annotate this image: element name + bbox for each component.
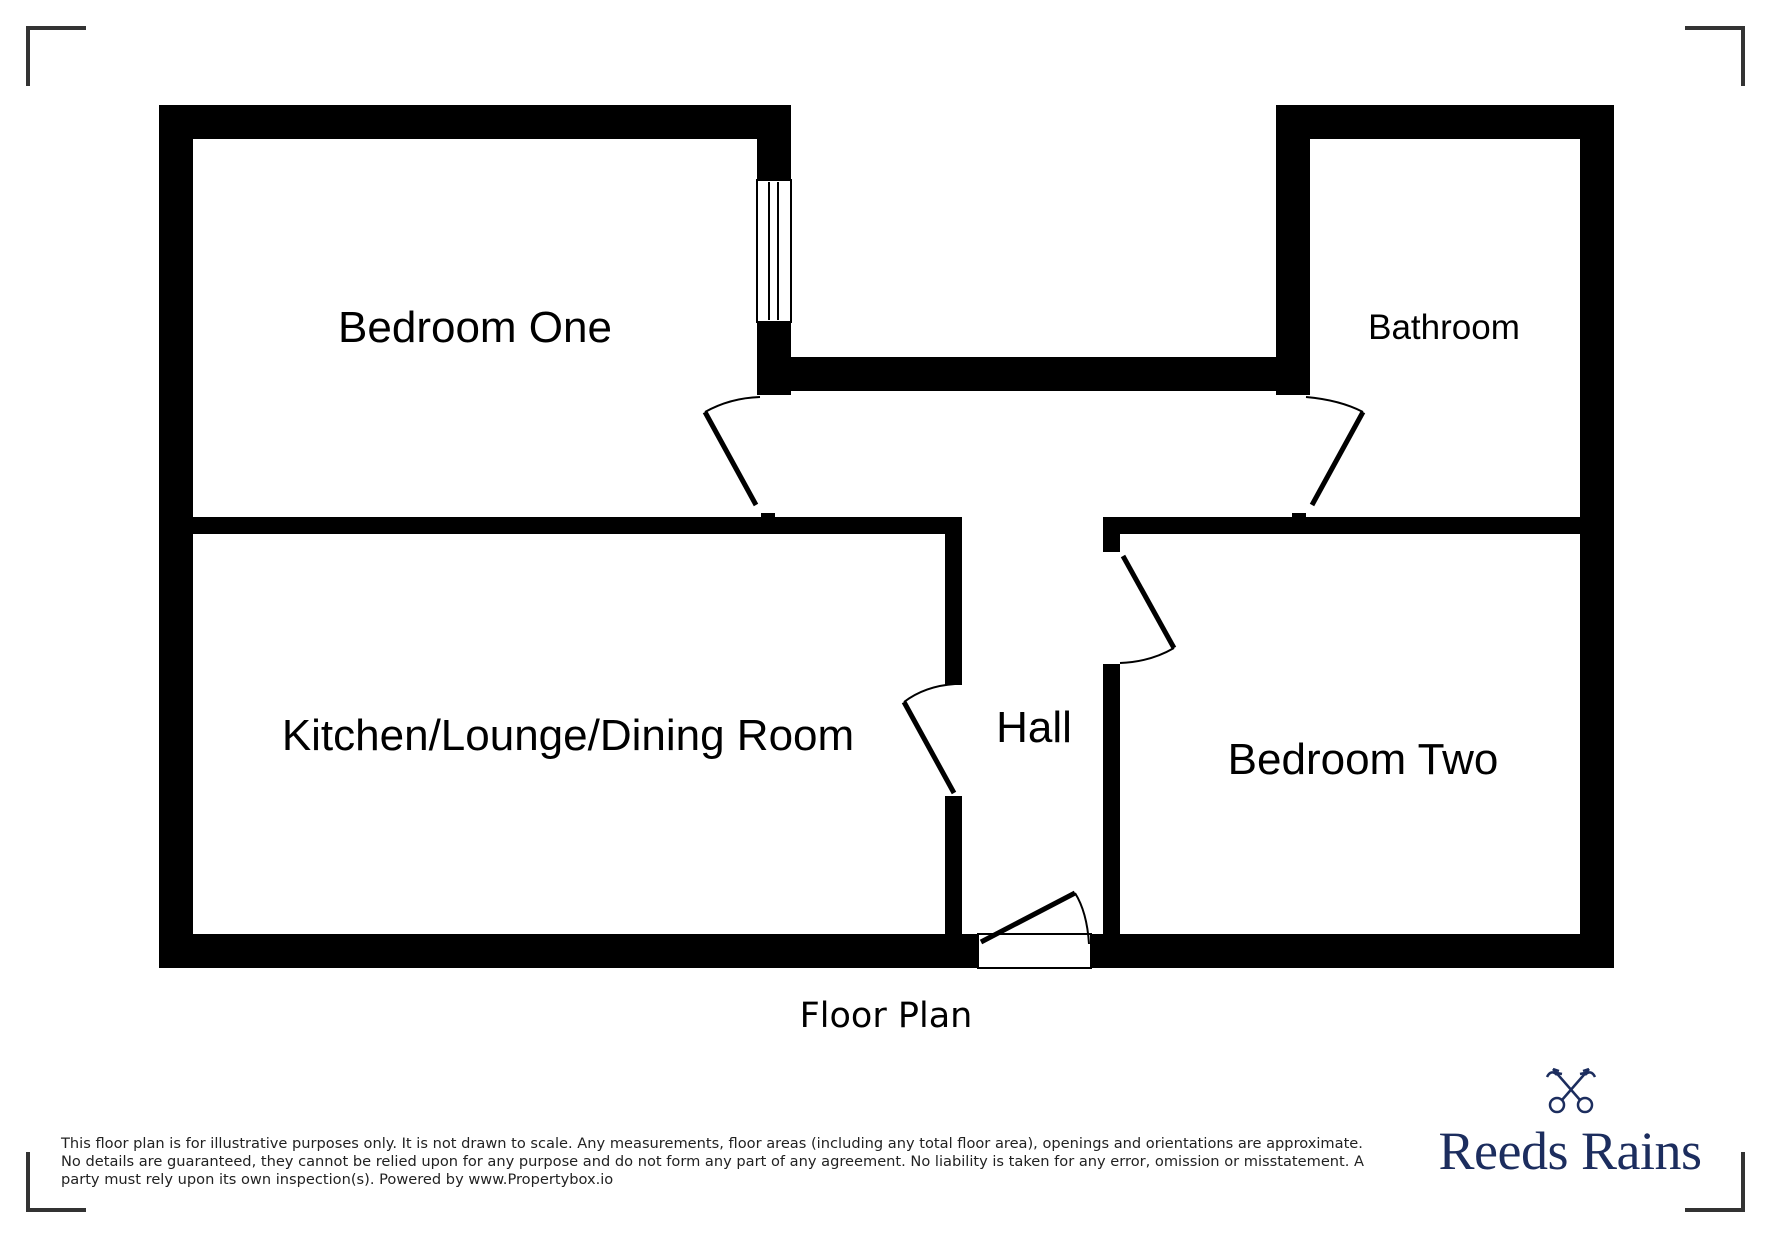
crossed-keys-icon [1545, 1067, 1597, 1114]
window [756, 179, 792, 323]
floor-plan-drawing [159, 105, 1614, 969]
brand-logo: Reeds Rains [1435, 1065, 1705, 1181]
corner-mark-bottom-right [1685, 1152, 1745, 1212]
room-label-bedroom-one: Bedroom One [338, 303, 612, 352]
floor-plan-caption: Floor Plan [799, 996, 973, 1036]
room-label-bedroom-two: Bedroom Two [1227, 735, 1499, 784]
corner-mark-top-right [1685, 26, 1745, 86]
corner-mark-top-left [26, 26, 86, 86]
room-label-kitchen-lounge-dining: Kitchen/Lounge/Dining Room [281, 711, 855, 760]
disclaimer-text: This floor plan is for illustrative purp… [61, 1135, 1365, 1188]
brand-name: Reeds Rains [1438, 1121, 1702, 1181]
room-label-bathroom: Bathroom [1368, 308, 1520, 347]
corner-mark-bottom-left [26, 1152, 86, 1212]
room-label-hall: Hall [996, 703, 1072, 752]
